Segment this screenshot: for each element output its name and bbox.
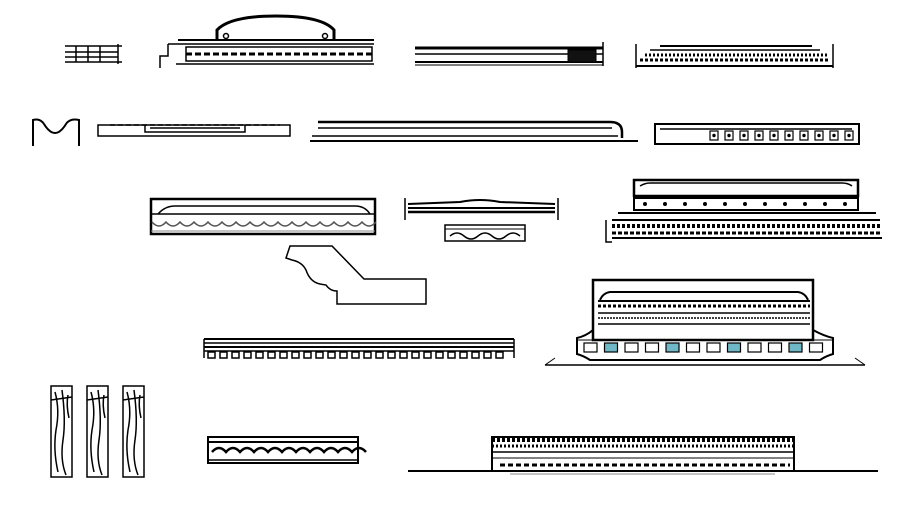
cornice-dot	[823, 202, 827, 206]
accent-panel	[624, 342, 639, 353]
dentil-block	[399, 351, 408, 359]
ornament-dot	[847, 133, 851, 138]
arched-cornice-block	[159, 14, 374, 68]
dentil-block	[303, 351, 312, 359]
dentil-block	[447, 351, 456, 359]
cornice-dot	[663, 202, 667, 206]
dentil-block	[327, 351, 336, 359]
dentil-block	[375, 351, 384, 359]
wave-frieze-panel	[207, 436, 367, 464]
ornament-dot	[832, 133, 836, 138]
ornament-dot	[817, 133, 821, 138]
accent-panel	[788, 342, 803, 353]
dentil-block	[411, 351, 420, 359]
dentil-block	[279, 351, 288, 359]
ornament-dot	[727, 133, 731, 138]
dentil-block	[387, 351, 396, 359]
dentil-block	[339, 351, 348, 359]
ornament-dot	[712, 133, 716, 138]
dentil-block	[435, 351, 444, 359]
accent-panel	[808, 342, 824, 353]
ornament-squares	[709, 130, 854, 141]
cornice-dots	[643, 202, 847, 206]
dentil-blocks	[207, 351, 504, 359]
cornice-dot	[703, 202, 707, 206]
dentil-block	[483, 351, 492, 359]
ornament-dot	[787, 133, 791, 138]
ornament-dot	[772, 133, 776, 138]
crown-molding-profile	[285, 245, 427, 305]
wave-ornament	[211, 446, 367, 454]
cornice-dot	[783, 202, 787, 206]
cornice-dot	[643, 202, 647, 206]
wood-grain-post	[50, 385, 145, 478]
dentil-block	[207, 351, 216, 359]
small-frieze-profile	[65, 44, 122, 64]
pedestal-cornice-with-accents	[544, 278, 866, 366]
dentil-cornice-strip	[203, 338, 515, 359]
dentil-block	[291, 351, 300, 359]
dentil-block	[459, 351, 468, 359]
accent-panel	[767, 342, 783, 353]
cornice-dot	[843, 202, 847, 206]
cornice-dot	[723, 202, 727, 206]
accent-panel	[706, 342, 721, 353]
dentil-block	[219, 351, 228, 359]
accent-panel	[644, 342, 660, 353]
recessed-rail-section	[97, 124, 291, 137]
accent-panels	[583, 342, 824, 353]
accent-panel	[665, 342, 680, 353]
cornice-with-dentils	[635, 44, 834, 68]
long-handrail-profile	[310, 120, 638, 142]
dentil-block	[351, 351, 360, 359]
accent-panel	[583, 342, 598, 353]
cove-molding-profile	[32, 118, 80, 146]
dentil-block	[243, 351, 252, 359]
cornice-dot	[803, 202, 807, 206]
dentil-block	[423, 351, 432, 359]
ornament-dot	[757, 133, 761, 138]
scalloped-frieze-panel	[149, 197, 377, 236]
accent-panel	[747, 342, 762, 353]
ornamental-band-rail	[654, 123, 860, 145]
dentil-block	[471, 351, 480, 359]
ornament-dot	[742, 133, 746, 138]
dentil-block	[255, 351, 264, 359]
accent-panel	[685, 342, 701, 353]
accent-panel	[603, 342, 619, 353]
cornice-dot	[763, 202, 767, 206]
flat-rail-detail	[415, 42, 604, 66]
dentil-block	[231, 351, 240, 359]
dentil-block	[267, 351, 276, 359]
cornice-dot	[743, 202, 747, 206]
cornice-dot	[683, 202, 687, 206]
large-layered-cornice	[605, 178, 882, 243]
ornament-dot	[802, 133, 806, 138]
dentil-block	[363, 351, 372, 359]
scallop-ornament	[151, 220, 377, 227]
dentil-block	[315, 351, 324, 359]
dentil-block	[495, 351, 504, 359]
base-platform-cornice	[408, 436, 878, 475]
thin-cap-rail-with-band	[404, 198, 559, 242]
accent-panel	[726, 342, 742, 353]
